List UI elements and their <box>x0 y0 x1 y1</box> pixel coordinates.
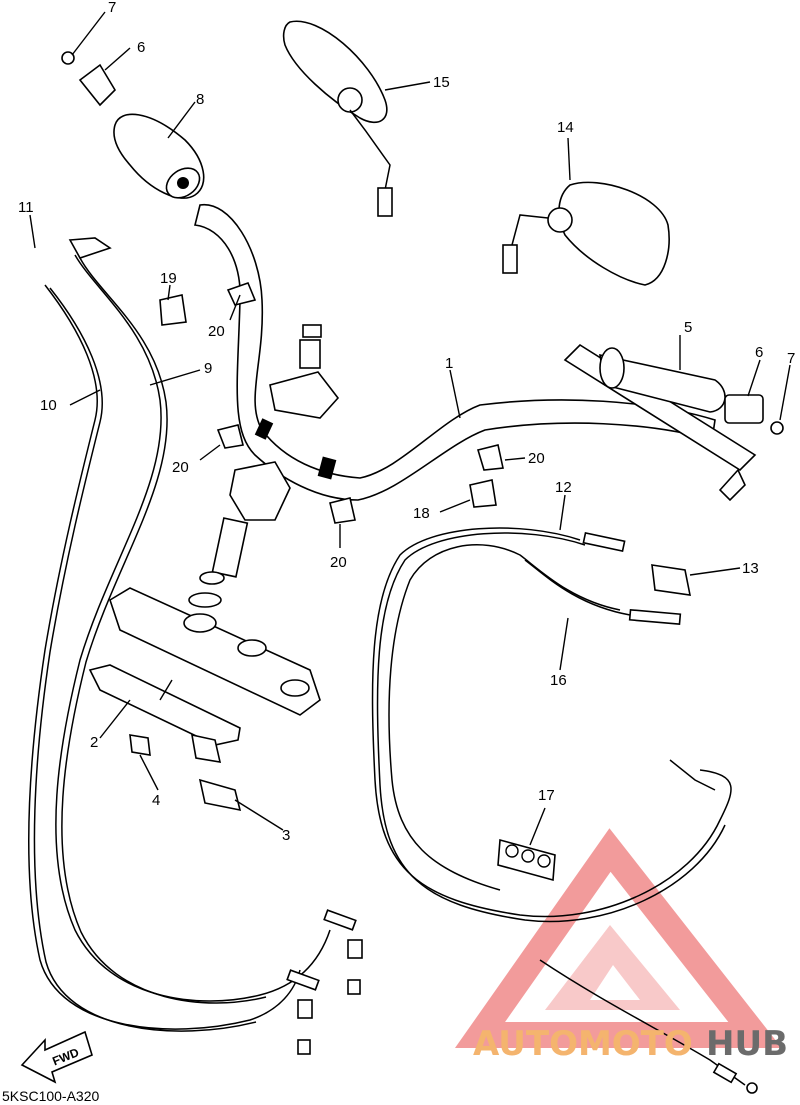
leader-lines <box>29 11 791 846</box>
callout-16: 16 <box>550 672 567 689</box>
grip-left-part <box>113 113 205 199</box>
callout-8: 8 <box>196 91 204 108</box>
bar-end-right <box>724 394 784 435</box>
watermark-text-part2: HUB <box>706 1024 788 1064</box>
throttle-cables-right <box>371 527 758 1094</box>
callout-6-right: 6 <box>755 344 763 361</box>
callout-17: 17 <box>538 787 555 804</box>
callout-7-right: 7 <box>787 350 795 367</box>
clutch-cables-left <box>28 237 363 1055</box>
cable-clips <box>159 281 504 524</box>
callout-10: 10 <box>40 397 57 414</box>
callout-12: 12 <box>555 479 572 496</box>
callout-3: 3 <box>282 827 290 844</box>
callout-9: 9 <box>204 360 212 377</box>
callout-18: 18 <box>413 505 430 522</box>
watermark-logo <box>454 828 782 1048</box>
callout-15: 15 <box>433 74 450 91</box>
bracket-part <box>88 664 242 812</box>
callout-14: 14 <box>557 119 574 136</box>
watermark-text: AUTOMOTO HUB <box>473 1024 788 1064</box>
callout-7-left: 7 <box>108 0 116 16</box>
bar-end-left <box>61 51 117 107</box>
callout-2: 2 <box>90 734 98 751</box>
callout-6-left: 6 <box>137 39 145 56</box>
grip-right-part <box>563 343 757 502</box>
callout-20-a: 20 <box>208 323 225 340</box>
callout-11: 11 <box>18 199 34 216</box>
fwd-arrow-icon: FWD <box>20 1030 93 1084</box>
callout-1: 1 <box>445 355 453 372</box>
triple-clamp-part <box>109 587 321 716</box>
mirror-right-part <box>502 181 670 286</box>
diagram-code: 5KSC100-A320 <box>2 1088 100 1104</box>
cable-guide-part <box>497 838 556 882</box>
watermark-text-part1: AUTOMOTO <box>473 1024 693 1064</box>
mirror-left-part <box>282 20 393 217</box>
callout-5: 5 <box>684 319 692 336</box>
callout-19: 19 <box>160 270 177 287</box>
callout-4: 4 <box>152 792 160 809</box>
callout-20-b: 20 <box>172 459 189 476</box>
callout-labels: 7 6 8 11 19 20 9 10 20 1 15 14 5 6 7 20 … <box>18 0 795 844</box>
callout-20-d: 20 <box>330 554 347 571</box>
handlebar-holder-part <box>188 324 340 608</box>
callout-20-c: 20 <box>528 450 545 467</box>
callout-13: 13 <box>742 560 759 577</box>
